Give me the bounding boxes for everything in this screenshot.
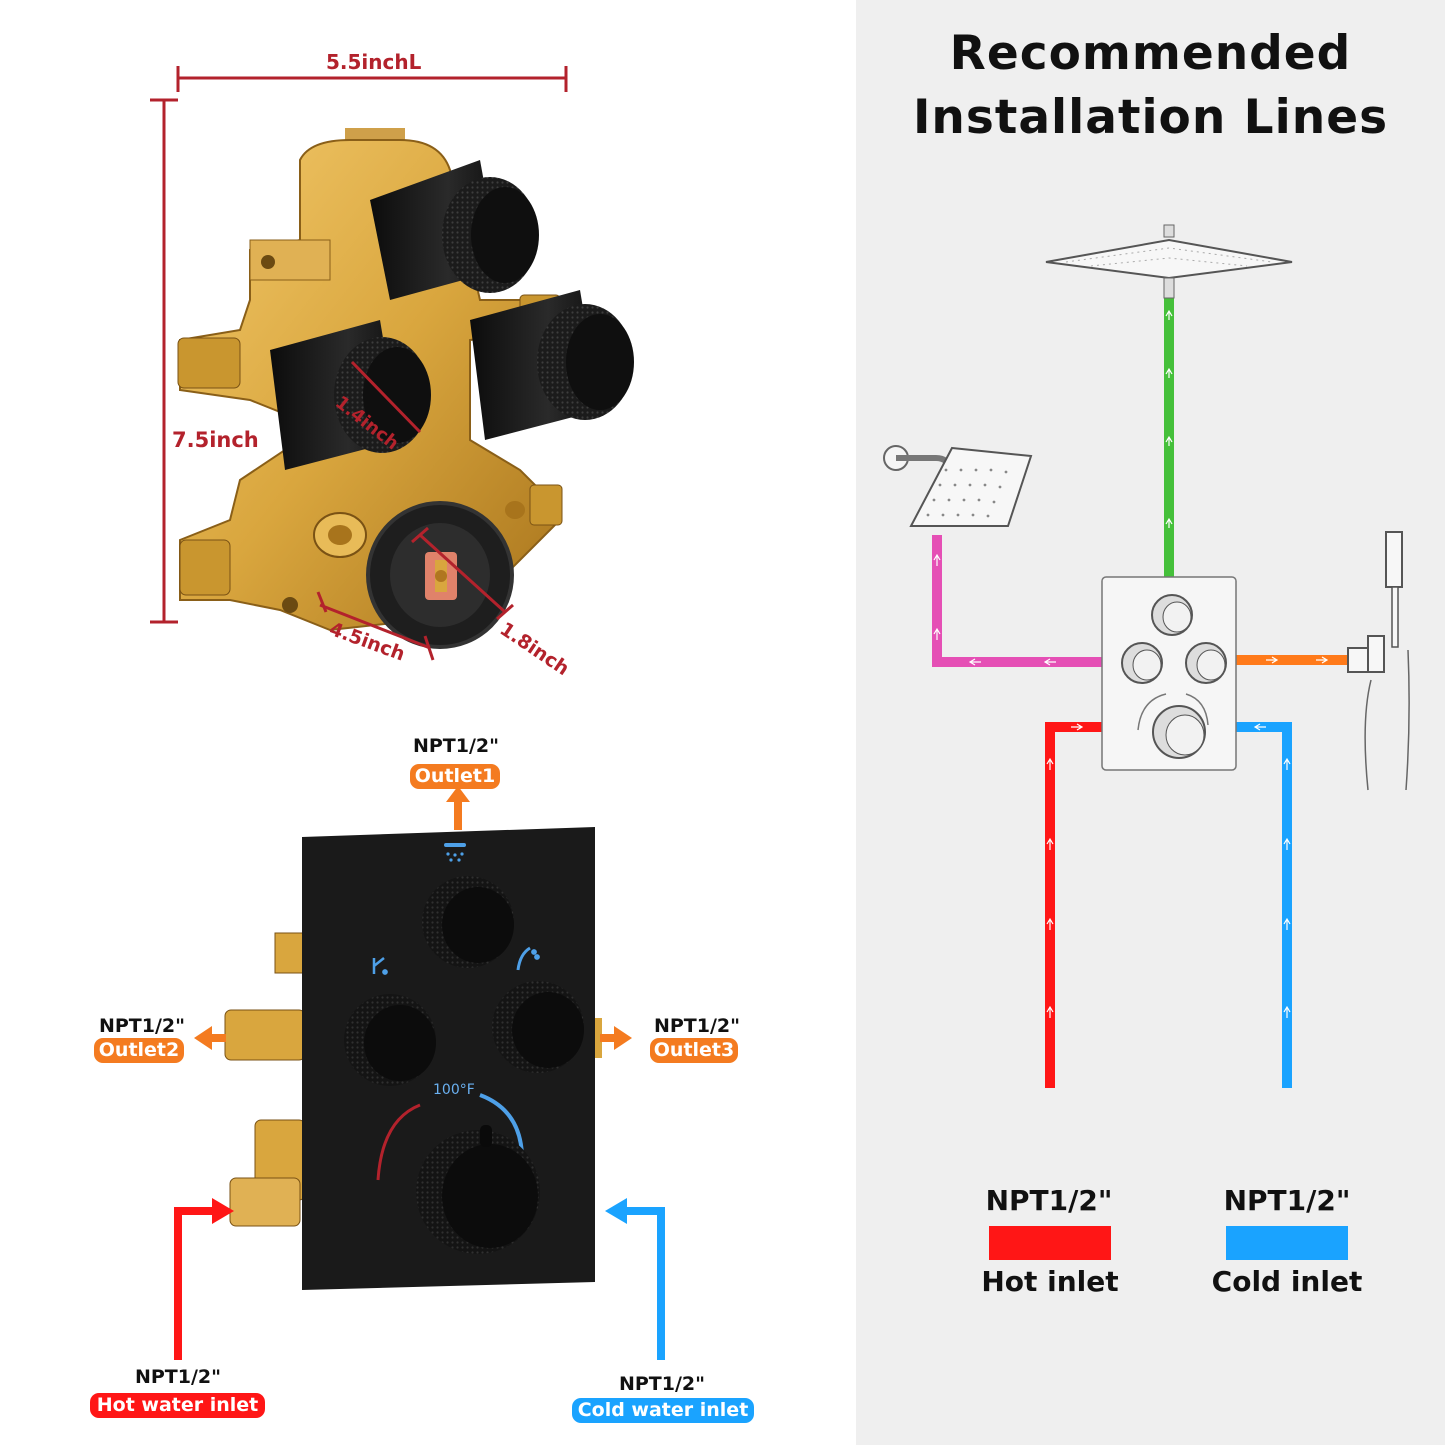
wall-shower-head — [883, 445, 1033, 527]
legend-cold-swatch — [1226, 1226, 1348, 1260]
tub-spout-icon — [372, 957, 388, 975]
panel-title-line2: Installation Lines — [912, 90, 1389, 145]
top-diverter-knob — [370, 160, 539, 300]
panel-title-line1: Recommended — [949, 26, 1352, 81]
outlet3-arrow — [600, 1026, 632, 1050]
installation-lines-diagram — [883, 224, 1410, 1088]
width-dimension-label: 5.5inchL — [326, 50, 422, 74]
temperature-label: 100°F — [433, 1082, 475, 1098]
handheld-shower — [1347, 531, 1410, 791]
cold-arc — [479, 1093, 524, 1156]
blue-cold-line — [1236, 722, 1292, 1088]
outlet1-knob[interactable] — [422, 876, 514, 968]
width-dimension-line — [176, 66, 568, 92]
outlet2-label: Outlet2 — [94, 1038, 184, 1063]
pink-wall-shower-line — [932, 535, 1104, 667]
green-rain-line — [1164, 295, 1174, 577]
depth-dimension-line — [316, 591, 435, 661]
valve-plate — [1101, 576, 1237, 771]
rain-shower-icon — [444, 843, 466, 862]
right-diverter-knob — [470, 290, 634, 440]
outlet1-label: Outlet1 — [410, 764, 500, 789]
height-dimension-label: 7.5inch — [172, 428, 259, 452]
legend-hot-swatch — [989, 1226, 1111, 1260]
knob-dimension-line — [350, 360, 422, 434]
outlet2-thread: NPT1/2" — [98, 1015, 186, 1037]
cold-inlet-thread: NPT1/2" — [618, 1373, 706, 1395]
trim-plate-illustration — [174, 786, 665, 1360]
height-dimension-line — [150, 98, 178, 624]
outlet2-arrow — [194, 1026, 226, 1050]
thermostatic-cartridge — [366, 501, 514, 649]
brass-fittings — [224, 932, 602, 1227]
hot-inlet-label: Hot water inlet — [90, 1393, 265, 1418]
legend-cold-label: Cold inlet — [1211, 1265, 1363, 1298]
handheld-shower-icon — [516, 946, 540, 971]
hot-inlet-thread: NPT1/2" — [134, 1366, 222, 1388]
cold-inlet-arrow — [605, 1198, 665, 1360]
outlet2-knob[interactable] — [344, 994, 436, 1086]
red-hot-line — [1045, 722, 1103, 1088]
legend-hot-label: Hot inlet — [981, 1265, 1119, 1298]
recommended-installation-panel: Recommended Installation Lines — [856, 0, 1445, 1445]
hot-inlet-arrow — [174, 1198, 234, 1360]
legend-cold-thread: NPT1/2" — [1223, 1184, 1351, 1217]
orange-handheld-line — [1236, 655, 1348, 665]
outlet3-knob[interactable] — [492, 981, 584, 1073]
outlet3-label: Outlet3 — [650, 1038, 738, 1063]
hot-arc — [376, 1103, 421, 1181]
cartridge-dimension-line — [411, 526, 514, 621]
rain-shower-head — [1045, 224, 1293, 299]
outlet1-arrow — [446, 786, 470, 830]
outlet1-thread: NPT1/2" — [412, 735, 500, 757]
valve-body-illustration — [150, 66, 634, 661]
outlet3-thread: NPT1/2" — [653, 1015, 741, 1037]
cold-inlet-label: Cold water inlet — [572, 1398, 754, 1423]
thermostatic-knob[interactable] — [416, 1125, 540, 1254]
legend-hot-thread: NPT1/2" — [985, 1184, 1113, 1217]
